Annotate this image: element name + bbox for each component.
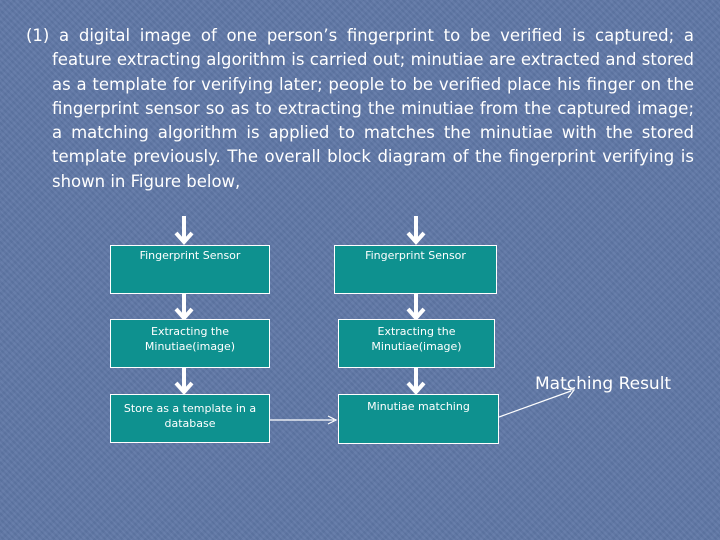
left-extract-label: Extracting the Minutiae(image) [144, 325, 236, 353]
arrow-left-extract-to-store [174, 368, 194, 396]
arrow-right-sensor-to-extract [406, 294, 426, 322]
right-sensor-label: Fingerprint Sensor [365, 249, 466, 262]
arrow-right-extract-to-match [406, 368, 426, 396]
right-extract-minutiae-box: Extracting the Minutiae(image) [338, 319, 495, 368]
minutiae-matching-label: Minutiae matching [367, 400, 470, 413]
right-fingerprint-sensor-box: Fingerprint Sensor [334, 245, 497, 294]
minutiae-matching-box: Minutiae matching [338, 394, 499, 444]
description-text: (1) a digital image of one person’s fing… [26, 26, 694, 191]
left-extract-minutiae-box: Extracting the Minutiae(image) [110, 319, 270, 368]
arrow-left-sensor-to-extract [174, 294, 194, 322]
arrow-into-right-sensor [406, 216, 426, 246]
right-extract-label: Extracting the Minutiae(image) [371, 325, 462, 353]
left-sensor-label: Fingerprint Sensor [139, 249, 241, 262]
arrow-into-left-sensor [174, 216, 194, 246]
arrow-matching-to-result [499, 388, 576, 418]
description-paragraph: (1) a digital image of one person’s fing… [26, 24, 694, 194]
left-fingerprint-sensor-box: Fingerprint Sensor [110, 245, 270, 294]
store-template-label: Store as a template in a database [123, 402, 257, 430]
matching-result-label: Matching Result [535, 374, 672, 394]
arrow-store-to-matching [270, 415, 338, 425]
store-template-box: Store as a template in a database [110, 394, 270, 443]
